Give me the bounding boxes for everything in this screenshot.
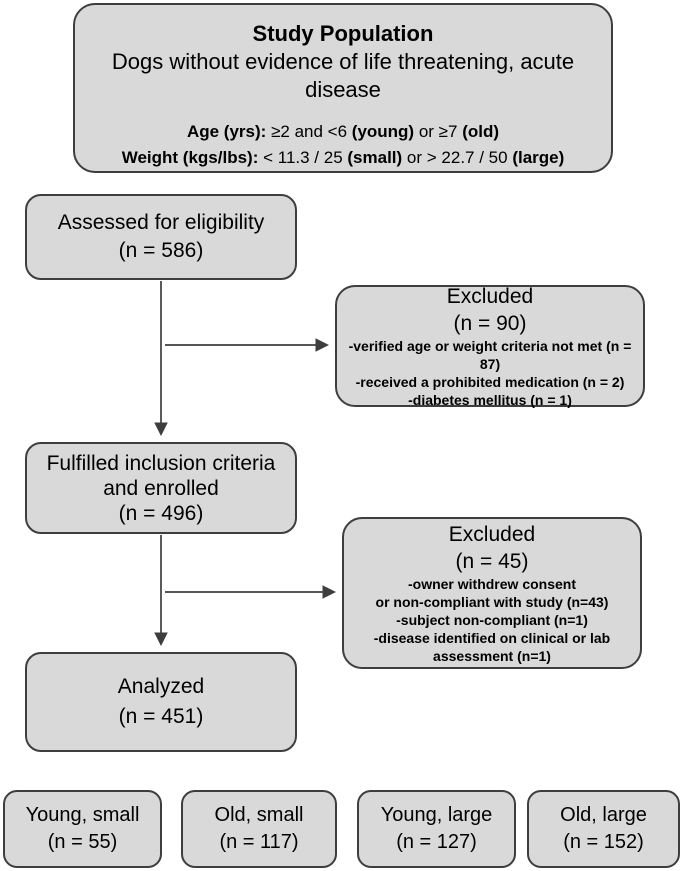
assessed-for-eligibility-box: Assessed for eligibility (n = 586) bbox=[25, 194, 297, 280]
subgroup-old-small-box: Old, small (n = 117) bbox=[181, 790, 337, 868]
analyzed-n: (n = 451) bbox=[118, 705, 204, 728]
subgroup-old-large-box: Old, large (n = 152) bbox=[527, 790, 680, 868]
age-old-tag: (old) bbox=[462, 122, 500, 141]
excluded-45-detail-2: or non-compliant with study (n=43) bbox=[375, 594, 609, 610]
excluded-90-box: Excluded (n = 90) -verified age or weigh… bbox=[335, 285, 645, 408]
weight-criteria-line: Weight (kgs/lbs): < 11.3 / 25 (small) or… bbox=[122, 145, 565, 171]
analyzed-label: Analyzed bbox=[117, 675, 205, 698]
excluded-45-title: Excluded bbox=[448, 523, 536, 546]
fulfilled-label-line2: and enrolled bbox=[103, 476, 219, 500]
subgroup-young-small-n: (n = 55) bbox=[47, 831, 118, 853]
assessed-n: (n = 586) bbox=[118, 239, 204, 262]
subgroup-young-small-box: Young, small (n = 55) bbox=[3, 790, 162, 868]
excluded-45-detail-1: -owner withdrew consent bbox=[407, 576, 576, 592]
subgroup-young-large-label: Young, large bbox=[380, 804, 493, 826]
fulfilled-n: (n = 496) bbox=[118, 501, 204, 525]
weight-small-range: < 11.3 / 25 bbox=[263, 148, 343, 167]
excluded-90-detail-3: -diabetes mellitus (n = 1) bbox=[408, 392, 572, 408]
age-label: Age (yrs): bbox=[186, 122, 267, 141]
age-old-range: or ≥7 bbox=[418, 122, 458, 141]
age-criteria-line: Age (yrs): ≥2 and <6 (young) or ≥7 (old) bbox=[187, 119, 499, 145]
subgroup-old-large-label: Old, large bbox=[560, 804, 647, 826]
fulfilled-label-line1: Fulfilled inclusion criteria bbox=[46, 451, 276, 475]
excluded-45-n: (n = 45) bbox=[455, 550, 529, 573]
weight-large-range: or > 22.7 / 50 bbox=[406, 148, 508, 167]
analyzed-box: Analyzed (n = 451) bbox=[25, 652, 297, 752]
excluded-90-detail-1: -verified age or weight criteria not met… bbox=[348, 338, 632, 372]
excluded-45-detail-3: -subject non-compliant (n=1) bbox=[396, 612, 588, 628]
subgroup-young-large-n: (n = 127) bbox=[396, 831, 477, 853]
age-range: ≥2 and <6 bbox=[271, 122, 348, 141]
subgroup-old-large-n: (n = 152) bbox=[563, 831, 644, 853]
excluded-45-box: Excluded (n = 45) -owner withdrew consen… bbox=[342, 517, 642, 669]
subgroup-young-large-box: Young, large (n = 127) bbox=[357, 790, 516, 868]
subgroup-old-small-label: Old, small bbox=[214, 804, 304, 826]
age-young-tag: (young) bbox=[351, 122, 415, 141]
weight-large-tag: (large) bbox=[512, 148, 565, 167]
fulfilled-criteria-box: Fulfilled inclusion criteria and enrolle… bbox=[25, 442, 297, 534]
subgroup-old-small-n: (n = 117) bbox=[219, 831, 299, 853]
study-population-title: Study Population bbox=[252, 21, 434, 46]
excluded-45-detail-5: assessment (n=1) bbox=[433, 648, 551, 664]
weight-small-tag: (small) bbox=[347, 148, 403, 167]
assessed-label: Assessed for eligibility bbox=[57, 211, 265, 234]
excluded-90-detail-2: -received a prohibited medication (n = 2… bbox=[355, 374, 625, 390]
excluded-90-title: Excluded bbox=[446, 285, 534, 308]
study-population-subtitle: Dogs without evidence of life threatenin… bbox=[111, 49, 575, 102]
excluded-90-n: (n = 90) bbox=[453, 312, 527, 335]
study-population-box: Study Population Dogs without evidence o… bbox=[73, 3, 613, 173]
weight-label: Weight (kgs/lbs): bbox=[121, 148, 259, 167]
subgroup-young-small-label: Young, small bbox=[25, 804, 140, 826]
excluded-45-detail-4: -disease identified on clinical or lab bbox=[373, 630, 611, 646]
